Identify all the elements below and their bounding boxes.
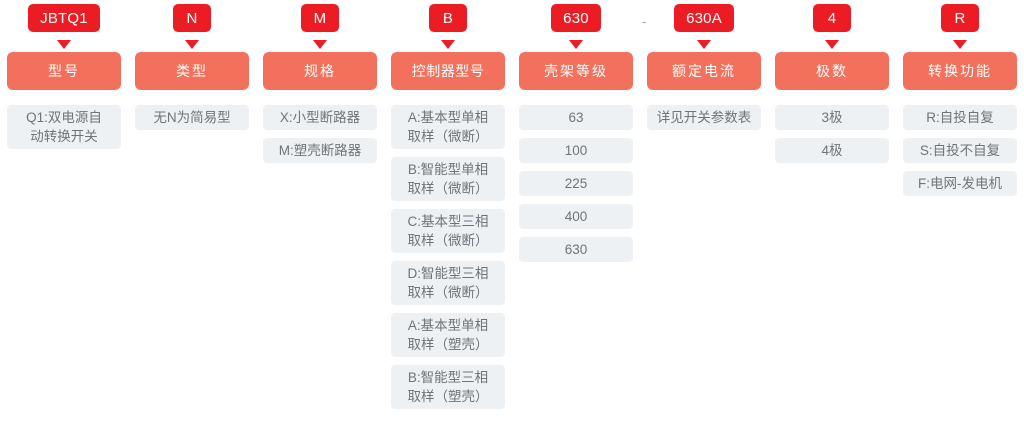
option-item: 4极: [775, 138, 889, 163]
option-item: 400: [519, 204, 633, 229]
code-column: B 控制器型号 A:基本型单相 取样（微断） B:智能型单相 取样（微断） C:基本型三…: [384, 0, 512, 409]
option-item: 100: [519, 138, 633, 163]
code-badge: B: [429, 4, 467, 32]
column-options-list: X:小型断路器 M:塑壳断路器: [263, 105, 377, 163]
triangle-down-icon: [313, 39, 327, 49]
option-item: X:小型断路器: [263, 105, 377, 130]
option-item: S:自投不自复: [903, 138, 1017, 163]
badge-row: R: [896, 0, 1024, 36]
down-arrow-row: [896, 36, 1024, 52]
option-item: A:基本型单相 取样（微断）: [391, 105, 505, 149]
option-item: B:智能型单相 取样（微断）: [391, 157, 505, 201]
option-item: Q1:双电源自 动转换开关: [7, 105, 121, 149]
column-options-list: R:自投自复 S:自投不自复 F:电网-发电机: [903, 105, 1017, 196]
down-arrow-row: [256, 36, 384, 52]
column-header: 极数: [775, 52, 889, 90]
code-separator-dash: -: [642, 14, 647, 29]
badge-row: N: [128, 0, 256, 36]
triangle-down-icon: [441, 39, 455, 49]
code-badge: 4: [813, 4, 851, 32]
triangle-down-icon: [185, 39, 199, 49]
badge-row: 630: [512, 0, 640, 36]
badge-row: B: [384, 0, 512, 36]
option-item: 无N为简易型: [135, 105, 249, 130]
option-item: C:基本型三相 取样（微断）: [391, 209, 505, 253]
code-column: N 类型无N为简易型: [128, 0, 256, 130]
badge-row: JBTQ1: [0, 0, 128, 36]
down-arrow-row: [128, 36, 256, 52]
code-badge: M: [301, 4, 339, 32]
column-header: 规格: [263, 52, 377, 90]
triangle-down-icon: [825, 39, 839, 49]
column-header: 控制器型号: [391, 52, 505, 90]
column-header: 型号: [7, 52, 121, 90]
option-item: 225: [519, 171, 633, 196]
column-options-list: Q1:双电源自 动转换开关: [7, 105, 121, 149]
code-badge: N: [173, 4, 211, 32]
option-item: 63: [519, 105, 633, 130]
down-arrow-row: [768, 36, 896, 52]
badge-row: - 630A: [640, 0, 768, 36]
triangle-down-icon: [569, 39, 583, 49]
column-options-list: A:基本型单相 取样（微断） B:智能型单相 取样（微断） C:基本型三相 取样（微…: [391, 105, 505, 409]
down-arrow-row: [640, 36, 768, 52]
option-item: 详见开关参数表: [647, 105, 761, 130]
option-item: F:电网-发电机: [903, 171, 1017, 196]
triangle-down-icon: [697, 39, 711, 49]
down-arrow-row: [384, 36, 512, 52]
code-badge: JBTQ1: [28, 4, 100, 32]
option-item: B:智能型三相 取样（塑壳）: [391, 365, 505, 409]
code-column: JBTQ1 型号 Q1:双电源自 动转换开关: [0, 0, 128, 149]
down-arrow-row: [0, 36, 128, 52]
badge-row: M: [256, 0, 384, 36]
column-header: 类型: [135, 52, 249, 90]
column-options-list: 详见开关参数表: [647, 105, 761, 130]
option-item: A:基本型单相 取样（塑壳）: [391, 313, 505, 357]
column-options-list: 无N为简易型: [135, 105, 249, 130]
code-badge: R: [941, 4, 979, 32]
column-header: 壳架等级: [519, 52, 633, 90]
down-arrow-row: [512, 36, 640, 52]
code-badge: 630A: [674, 4, 734, 32]
badge-row: 4: [768, 0, 896, 36]
code-column: R 转换功能 R:自投自复 S:自投不自复 F:电网-发电机: [896, 0, 1024, 196]
column-options-list: 63 100 225 400 630: [519, 105, 633, 262]
column-header: 额定电流: [647, 52, 761, 90]
triangle-down-icon: [57, 39, 71, 49]
option-item: 630: [519, 237, 633, 262]
option-item: 3极: [775, 105, 889, 130]
code-badge: 630: [551, 4, 601, 32]
triangle-down-icon: [953, 39, 967, 49]
option-item: D:智能型三相 取样（微断）: [391, 261, 505, 305]
column-header: 转换功能: [903, 52, 1017, 90]
option-item: M:塑壳断路器: [263, 138, 377, 163]
code-column: 630 壳架等级 63 100 225 400 630: [512, 0, 640, 262]
code-column: M 规格 X:小型断路器 M:塑壳断路器: [256, 0, 384, 163]
option-item: R:自投自复: [903, 105, 1017, 130]
code-column: - 630A 额定电流详见开关参数表: [640, 0, 768, 130]
